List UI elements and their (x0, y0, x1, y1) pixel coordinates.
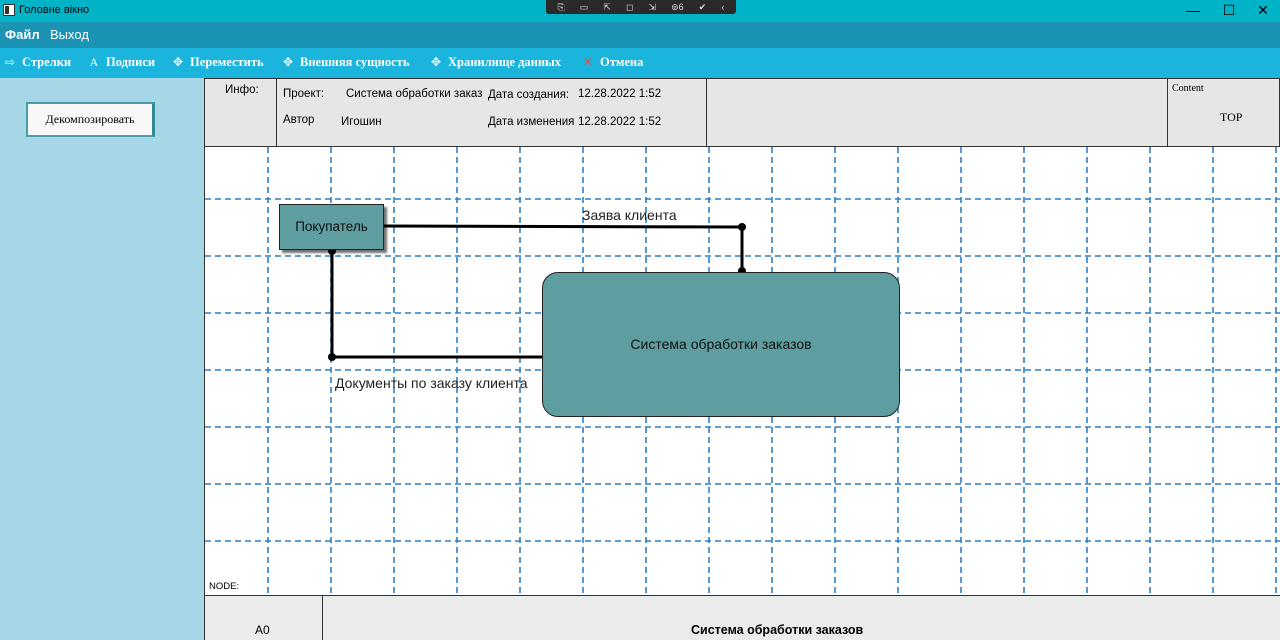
left-panel: Декомпозировать (0, 78, 204, 640)
project-label: Проект: (283, 88, 325, 100)
divider (706, 79, 707, 147)
capture-glyph[interactable]: ◻ (625, 2, 634, 12)
diagram-canvas[interactable]: Покупатель Система обработки заказов Зая… (204, 147, 1280, 595)
divider (322, 596, 323, 640)
divider (1167, 79, 1168, 147)
arrow-label-request[interactable]: Заява клиента (582, 207, 677, 223)
tool-label: Хранилище данных (448, 54, 562, 69)
process-order-system[interactable]: Система обработки заказов (542, 272, 900, 417)
tool-arrows-button[interactable]: ⇨ Стрелки (2, 54, 71, 70)
tool-label: Подписи (106, 54, 156, 69)
tool-label: Внешняя сущность (300, 54, 410, 69)
tool-data-store-button[interactable]: ✥ Хранилище данных (428, 54, 561, 70)
minimize-button[interactable]: — (1186, 2, 1200, 18)
tool-external-entity-button[interactable]: ✥ Внешняя сущность (280, 54, 409, 70)
menu-file[interactable]: Файл (5, 27, 40, 42)
text-label-icon: A (89, 55, 99, 69)
capture-glyph[interactable]: ✔ (698, 2, 707, 12)
menu-exit[interactable]: Выход (50, 27, 89, 42)
capture-glyph[interactable]: ▭ (579, 2, 589, 12)
capture-glyph[interactable]: ‹ (721, 2, 725, 12)
app-window-icon (3, 4, 15, 16)
capture-glyph[interactable]: ⎘ (557, 2, 565, 12)
divider (276, 79, 277, 147)
toolbar: ⇨ Стрелки A Подписи ✥ Переместить ✥ Внеш… (0, 48, 1280, 78)
connector-point (738, 223, 746, 231)
created-label: Дата создания: (488, 89, 570, 101)
info-header: Инфо: Проект: Система обработки заказ Ав… (204, 78, 1280, 147)
modified-label: Дата изменения (488, 116, 575, 128)
flow-request-line (383, 224, 744, 271)
capture-glyph[interactable]: ⊚6 (671, 2, 684, 12)
modified-value: 12.28.2022 1:52 (578, 116, 662, 128)
maximize-button[interactable]: ☐ (1222, 2, 1236, 18)
tool-move-button[interactable]: ✥ Переместить (170, 54, 264, 70)
info-label: Инфо: (225, 84, 259, 96)
decompose-button[interactable]: Декомпозировать (26, 102, 155, 137)
external-entity-buyer[interactable]: Покупатель (279, 204, 384, 250)
flow-documents-line (330, 251, 542, 359)
move-icon: ✥ (172, 55, 184, 69)
connector-point (328, 353, 336, 361)
arrow-label-documents[interactable]: Документы по заказу клиента (335, 375, 528, 391)
author-label: Автор (283, 114, 315, 126)
screen-capture-toolbar[interactable]: ⎘ ▭ ⇱ ◻ ⇲ ⊚6 ✔ ‹ (546, 0, 736, 14)
tool-label: Стрелки (22, 54, 72, 69)
menu-bar: Файл Выход (0, 22, 1280, 48)
project-value: Система обработки заказ (346, 88, 483, 100)
title-bar: Головне вікно ⎘ ▭ ⇱ ◻ ⇲ ⊚6 ✔ ‹ — ☐ ✕ (0, 0, 1280, 22)
external-entity-icon: ✥ (282, 55, 294, 69)
footer-title: Система обработки заказов (691, 623, 864, 637)
capture-glyph[interactable]: ⇲ (648, 2, 657, 12)
footer-bar: A0 Система обработки заказов (204, 595, 1280, 640)
content-label: Content (1172, 83, 1204, 94)
data-store-icon: ✥ (430, 55, 442, 69)
close-button[interactable]: ✕ (1257, 2, 1269, 18)
capture-glyph[interactable]: ⇱ (603, 2, 611, 12)
created-value: 12.28.2022 1:52 (578, 88, 662, 100)
author-value: Игошин (341, 116, 382, 128)
tool-label: Отмена (600, 54, 644, 69)
cancel-icon: ✕ (582, 55, 594, 69)
content-value: TOP (1220, 110, 1243, 124)
tool-label: Переместить (190, 54, 264, 69)
tool-labels-button[interactable]: A Подписи (86, 54, 155, 70)
arrow-right-icon: ⇨ (4, 55, 16, 69)
node-label: NODE: (209, 581, 240, 592)
tool-cancel-button[interactable]: ✕ Отмена (580, 54, 643, 70)
footer-node-id: A0 (255, 623, 270, 637)
window-title: Головне вікно (19, 4, 90, 16)
